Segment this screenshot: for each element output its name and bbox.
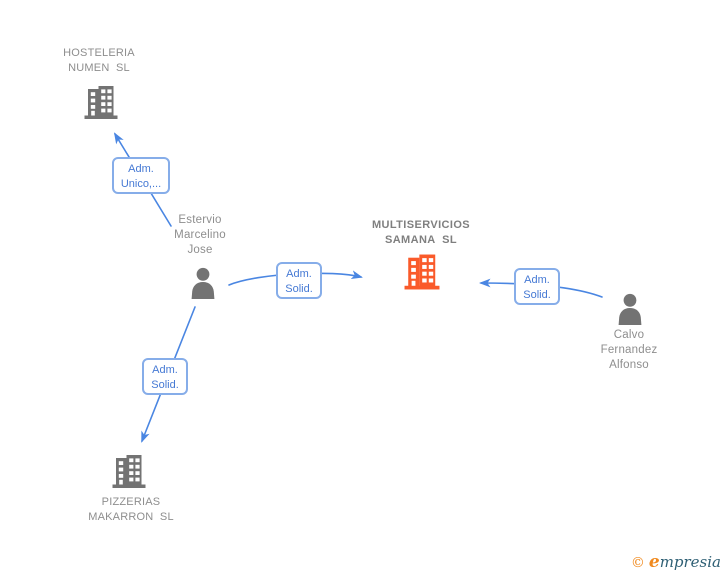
empresia-logo-e: e	[648, 552, 660, 572]
empresia-logo-text: mpresia	[659, 553, 721, 571]
person-icon-calvo[interactable]	[615, 292, 645, 330]
edge-label-adm-solid-bottom[interactable]: Adm. Solid.	[142, 358, 188, 395]
edge-label-adm-solid-right[interactable]: Adm. Solid.	[514, 268, 560, 305]
node-label-pizzerias-makarron[interactable]: PIZZERIAS MAKARRON SL	[88, 496, 174, 523]
node-label-hosteleria-numen[interactable]: HOSTELERIA NUMEN SL	[63, 47, 135, 74]
building-icon-multiservicios[interactable]	[404, 252, 440, 297]
edge-label-adm-solid-middle[interactable]: Adm. Solid.	[276, 262, 322, 299]
node-label-calvo[interactable]: Calvo Fernandez Alfonso	[600, 329, 658, 371]
node-label-multiservicios-samana[interactable]: MULTISERVICIOS SAMANA SL	[371, 219, 471, 246]
copyright-icon: ©	[630, 555, 645, 571]
building-icon-pizzerias[interactable]	[112, 453, 146, 495]
edge-label-adm-unico[interactable]: Adm. Unico,...	[112, 157, 170, 194]
node-label-estervio[interactable]: Estervio Marcelino Jose	[174, 214, 226, 256]
building-icon-hosteleria[interactable]	[84, 84, 118, 126]
person-icon-estervio[interactable]	[188, 266, 218, 304]
empresia-watermark: ©empresia	[631, 552, 721, 573]
